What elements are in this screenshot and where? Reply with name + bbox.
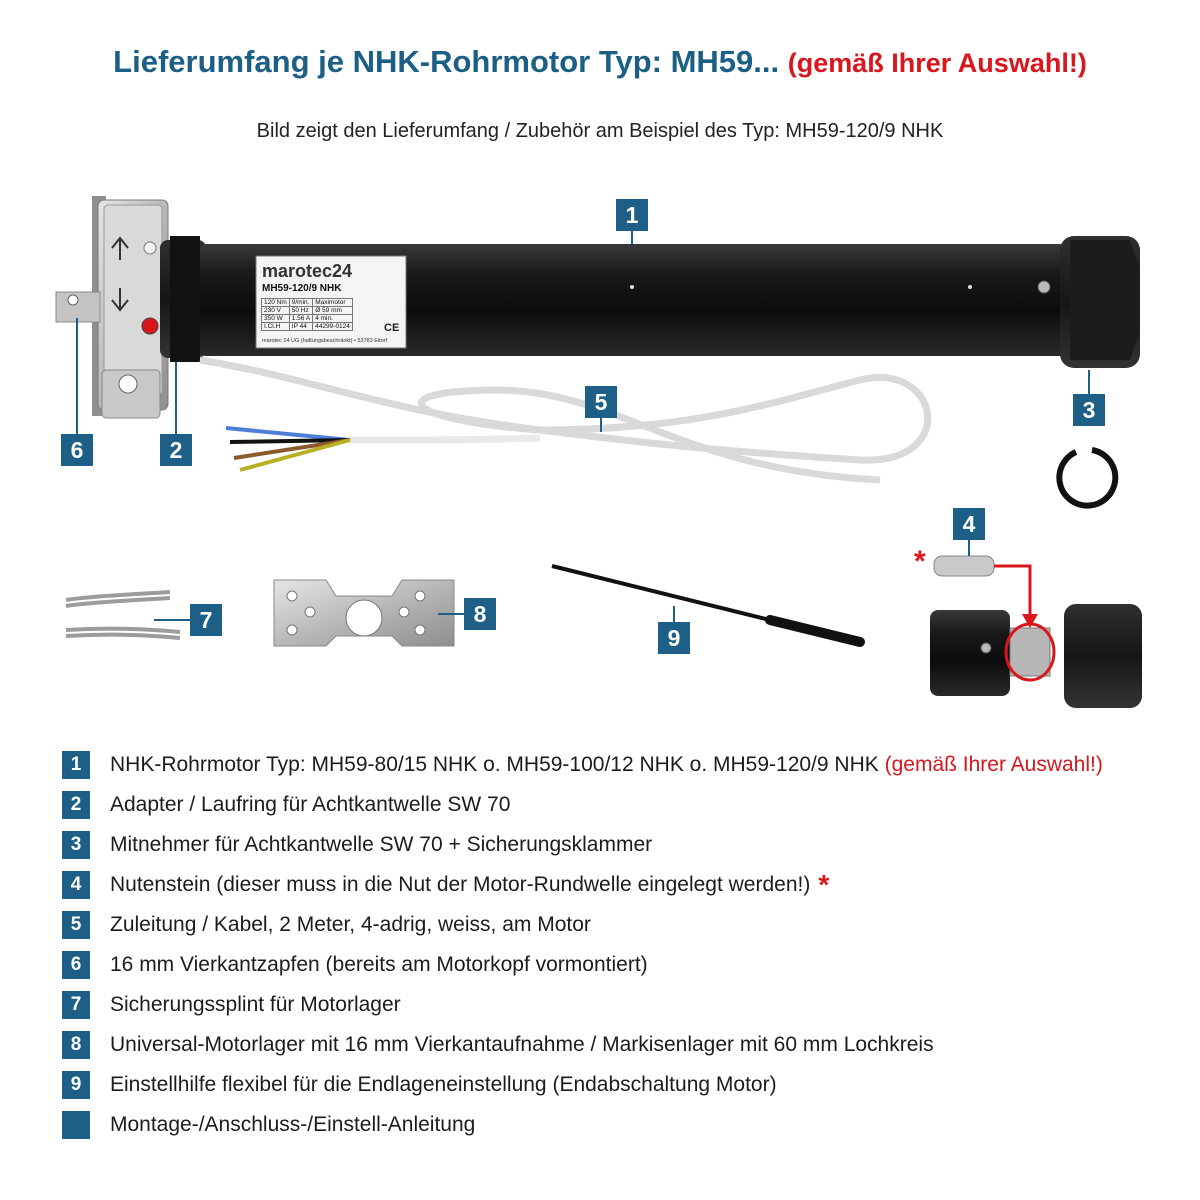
callout-5: 5 <box>585 386 617 418</box>
callout-4-star: * <box>914 545 926 578</box>
legend-item: 4 Nutenstein (dieser muss in die Nut der… <box>62 869 830 900</box>
legend-text: Universal-Motorlager mit 16 mm Vierkanta… <box>110 1033 934 1056</box>
legend-star: * <box>818 869 830 900</box>
legend-text-note: (gemäß Ihrer Auswahl!) <box>884 753 1103 776</box>
legend-number: 5 <box>62 911 90 939</box>
callout-8: 8 <box>464 598 496 630</box>
legend-text: Mitnehmer für Achtkantwelle SW 70 + Sich… <box>110 833 653 856</box>
spec-cell: 44299-0124 <box>312 322 353 331</box>
legend-number: 3 <box>62 831 90 859</box>
leader-7 <box>154 619 190 621</box>
motor-bracket <box>273 579 455 647</box>
spec-cell: 230 V <box>261 306 290 315</box>
legend-text: NHK-Rohrmotor Typ: MH59-80/15 NHK o. MH5… <box>110 753 1103 777</box>
plate-model: MH59-120/9 NHK <box>262 283 342 294</box>
callout-2: 2 <box>160 434 192 466</box>
motor-head <box>55 196 206 419</box>
spec-cell: I.Cl.H <box>261 322 290 331</box>
leader-9 <box>673 606 675 622</box>
legend-number: 6 <box>62 951 90 979</box>
drive-adapter <box>1037 236 1140 368</box>
leader-6 <box>76 318 78 434</box>
legend-item: 7 Sicherungssplint für Motorlager <box>62 990 401 1020</box>
plate-footer: marotec 24 UG (haftungsbeschränkt) • 537… <box>262 338 388 344</box>
callout-3: 3 <box>1073 394 1105 426</box>
spec-cell: 9/min. <box>288 298 314 307</box>
spec-cell: 1.56 A <box>288 314 314 323</box>
leader-1 <box>631 230 633 244</box>
plate-brand: marotec24 <box>262 261 353 281</box>
circlip <box>1056 447 1119 509</box>
callout-1: 1 <box>616 199 648 231</box>
legend-item: 6 16 mm Vierkantzapfen (bereits am Motor… <box>62 950 648 980</box>
legend-item: 8 Universal-Motorlager mit 16 mm Vierkan… <box>62 1030 934 1060</box>
legend-number: 7 <box>62 991 90 1019</box>
legend-text: Nutenstein (dieser muss in die Nut der M… <box>110 873 811 896</box>
spec-cell: 50 Hz <box>288 306 314 315</box>
legend-number: 8 <box>62 1031 90 1059</box>
legend-number: 1 <box>62 751 90 779</box>
legend-text: Adapter / Laufring für Achtkantwelle SW … <box>110 793 511 816</box>
spec-cell: 4 min. <box>312 314 353 323</box>
callout-6: 6 <box>61 434 93 466</box>
leader-8 <box>438 613 464 615</box>
legend-text-main: NHK-Rohrmotor Typ: MH59-80/15 NHK o. MH5… <box>110 753 879 776</box>
detail-key-block <box>930 555 1142 708</box>
motor-tube <box>200 244 1066 356</box>
legend-number <box>62 1111 90 1139</box>
page-title: Lieferumfang je NHK-Rohrmotor Typ: MH59.… <box>0 44 1200 80</box>
page-subtitle: Bild zeigt den Lieferumfang / Zubehör am… <box>256 120 944 142</box>
spec-cell: 120 Nm <box>261 298 290 307</box>
leader-4 <box>968 540 970 556</box>
title-main: Lieferumfang je NHK-Rohrmotor Typ: MH59.… <box>113 44 780 79</box>
callout-4: 4 <box>953 508 985 540</box>
leader-5 <box>600 418 602 432</box>
motor-cable <box>199 356 931 484</box>
title-note: (gemäß Ihrer Auswahl!) <box>787 48 1087 78</box>
callout-7: 7 <box>190 604 222 636</box>
legend-number: 9 <box>62 1071 90 1099</box>
cable-wires <box>225 426 351 472</box>
adjustment-tool <box>551 564 865 647</box>
legend-text: Zuleitung / Kabel, 2 Meter, 4-adrig, wei… <box>110 913 591 936</box>
legend-number: 2 <box>62 791 90 819</box>
legend-text: Einstellhilfe flexibel für die Endlagene… <box>110 1073 777 1096</box>
legend-item: 3 Mitnehmer für Achtkantwelle SW 70 + Si… <box>62 830 652 860</box>
spec-cell: 350 W <box>261 314 290 323</box>
legend-item: 5 Zuleitung / Kabel, 2 Meter, 4-adrig, w… <box>62 910 591 940</box>
legend-item: Montage-/Anschluss-/Einstell-Anleitung <box>62 1110 475 1140</box>
plate-ce: CE <box>384 322 400 334</box>
legend-text: Sicherungssplint für Motorlager <box>110 993 401 1016</box>
cotter-pins <box>65 590 181 640</box>
legend-item: 9 Einstellhilfe flexibel für die Endlage… <box>62 1070 777 1100</box>
callout-9: 9 <box>658 622 690 654</box>
leader-2 <box>175 362 177 434</box>
spec-cell: IP 44 <box>288 322 314 331</box>
spec-cell: Ø 59 mm <box>312 306 353 315</box>
legend-item: 1 NHK-Rohrmotor Typ: MH59-80/15 NHK o. M… <box>62 750 1103 780</box>
leader-3 <box>1088 370 1090 394</box>
legend-number: 4 <box>62 871 90 899</box>
spec-cell: Maximotor <box>312 298 353 307</box>
legend-text: 16 mm Vierkantzapfen (bereits am Motorko… <box>110 953 648 976</box>
legend-text: Montage-/Anschluss-/Einstell-Anleitung <box>110 1113 476 1136</box>
legend-item: 2 Adapter / Laufring für Achtkantwelle S… <box>62 790 510 820</box>
